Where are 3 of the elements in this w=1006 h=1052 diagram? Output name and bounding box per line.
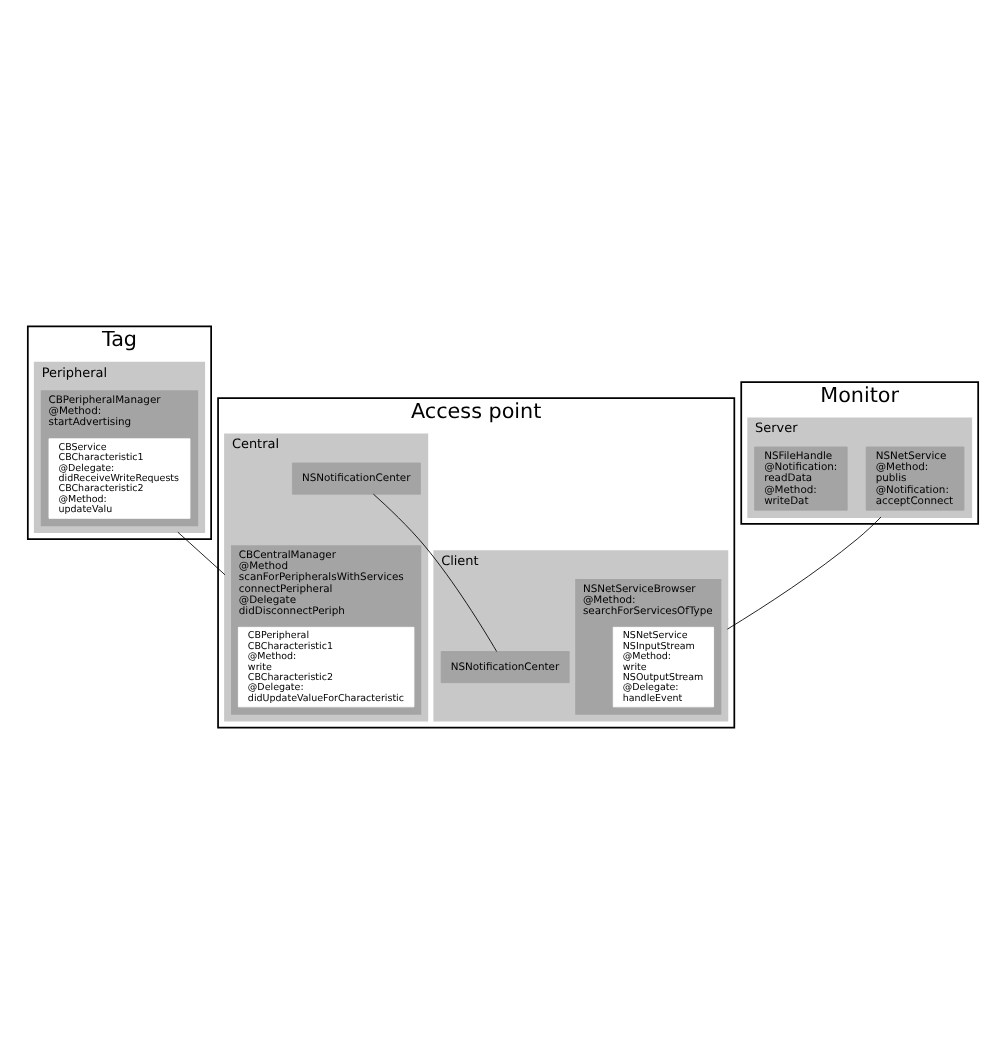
connector	[177, 530, 226, 575]
connector	[372, 492, 498, 651]
connector	[726, 515, 882, 629]
